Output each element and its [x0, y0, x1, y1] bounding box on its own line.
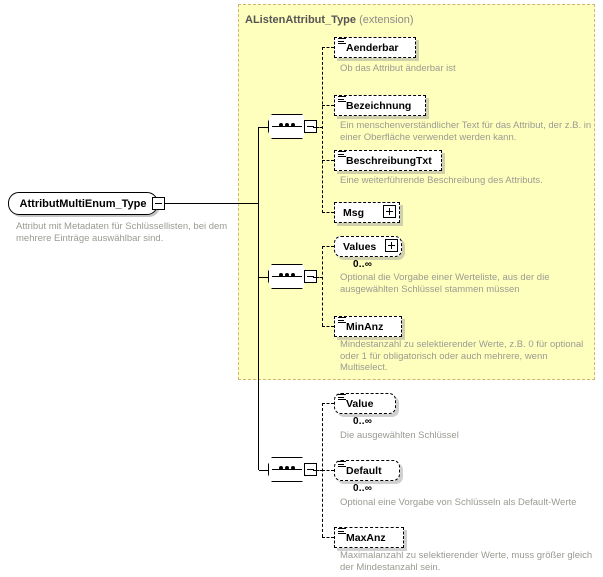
node-bezeichnung[interactable]: Bezeichnung: [334, 95, 429, 119]
extension-kind-label: (extension): [359, 14, 414, 26]
node-value-label: Value: [346, 397, 374, 410]
connector-sequence-2-spine: [322, 246, 323, 326]
node-values-cardinality: 0..∞: [353, 259, 373, 270]
node-msg[interactable]: Msg: [334, 202, 403, 226]
node-msg-label: Msg: [343, 206, 364, 219]
connector-to-msg: [322, 212, 334, 213]
attribute-icon: [338, 151, 346, 158]
sequence-compositor-1[interactable]: [268, 114, 317, 142]
connector-sequence-2-out: [313, 277, 323, 278]
node-value[interactable]: Value: [334, 393, 399, 417]
connector-to-beschreibungtxt: [322, 160, 334, 161]
node-values-label: Values: [343, 240, 377, 253]
root-type-description: Attribut mit Metadaten für Schlüssellist…: [16, 221, 228, 244]
node-bezeichnung-shell: [334, 95, 426, 116]
sequence-1-dot-icon: [285, 123, 289, 127]
connector-to-minanz: [322, 326, 334, 327]
node-aenderbar-description: Ob das Attribut änderbar ist: [340, 63, 456, 74]
node-default-cardinality: 0..∞: [353, 483, 373, 494]
node-minanz-label: MinAnz: [346, 320, 384, 333]
node-values-description: Optional die Vorgabe einer Werteliste, a…: [340, 272, 550, 295]
node-beschreibungtxt-shell: [334, 150, 442, 171]
connector-to-bezeichnung: [322, 105, 334, 106]
sequence-3-dot-icon: [279, 466, 283, 470]
connector-to-maxanz: [322, 537, 334, 538]
sequence-3-dot-icon: [285, 466, 289, 470]
node-aenderbar[interactable]: Aenderbar: [334, 37, 419, 61]
node-bezeichnung-description: Ein menschenverständlicher Text für das …: [340, 120, 592, 143]
sequence-2-dot-icon: [285, 273, 289, 277]
node-msg-expand-toggle-icon[interactable]: [383, 205, 396, 218]
sequence-1-dot-icon: [291, 123, 295, 127]
sequence-1-collapse-toggle-icon[interactable]: [304, 120, 317, 133]
node-bezeichnung-label: Bezeichnung: [346, 99, 412, 112]
node-default[interactable]: Default: [334, 460, 403, 484]
node-minanz[interactable]: MinAnz: [334, 316, 405, 340]
connector-root-to-trunk: [165, 203, 259, 204]
connector-to-aenderbar: [322, 47, 334, 48]
extension-type-name: AListenAttribut_Type: [245, 14, 357, 26]
connector-sequence-1-out: [313, 127, 323, 128]
attribute-icon: [338, 38, 346, 45]
sequence-compositor-3[interactable]: [268, 457, 317, 485]
node-maxanz-shell: [334, 527, 404, 548]
attribute-icon: [338, 528, 346, 535]
extension-region: [238, 4, 595, 380]
sequence-3-dot-icon: [291, 466, 295, 470]
node-values[interactable]: Values: [334, 236, 405, 260]
node-aenderbar-label: Aenderbar: [346, 41, 399, 54]
node-values-expand-toggle-icon[interactable]: [385, 239, 398, 252]
connector-sequence-3-out: [313, 470, 323, 471]
node-beschreibungtxt-description: Eine weiterführende Beschreibung des Att…: [340, 175, 543, 186]
connector-sequence-1-spine: [322, 47, 323, 213]
connector-trunk-to-sequence-2: [259, 277, 269, 278]
root-type-label: AttributMultiEnum_Type: [19, 197, 147, 210]
attribute-icon: [338, 317, 346, 324]
connector-trunk-to-sequence-1: [259, 127, 269, 128]
attribute-icon: [338, 394, 346, 401]
sequence-3-collapse-toggle-icon[interactable]: [304, 463, 317, 476]
sequence-2-collapse-toggle-icon[interactable]: [304, 270, 317, 283]
extension-title: AListenAttribut_Type (extension): [245, 14, 414, 26]
node-beschreibungtxt-label: BeschreibungTxt: [346, 154, 432, 167]
node-maxanz-label: MaxAnz: [346, 531, 386, 544]
root-collapse-toggle-icon[interactable]: [152, 197, 165, 210]
attribute-icon: [338, 461, 346, 468]
node-default-label: Default: [346, 464, 382, 477]
node-minanz-description: Mindestanzahl zu selektierender Werte, z…: [340, 339, 584, 373]
sequence-2-dot-icon: [291, 273, 295, 277]
connector-trunk-to-sequence-3: [259, 470, 269, 471]
root-type-node[interactable]: AttributMultiEnum_Type: [8, 192, 158, 215]
connector-to-values: [322, 246, 334, 247]
node-value-shell: [334, 393, 396, 414]
node-default-description: Optional eine Vorgabe von Schlüsseln als…: [340, 497, 577, 508]
connector-to-value: [322, 403, 334, 404]
node-beschreibungtxt[interactable]: BeschreibungTxt: [334, 150, 445, 174]
connector-main-trunk: [258, 127, 259, 470]
node-maxanz[interactable]: MaxAnz: [334, 527, 407, 551]
node-value-description: Die ausgewählten Schlüssel: [340, 430, 459, 441]
node-aenderbar-shell: [334, 37, 416, 58]
node-maxanz-description: Maximalanzahl zu selektierender Werte, m…: [340, 550, 593, 573]
sequence-2-dot-icon: [279, 273, 283, 277]
connector-to-default: [322, 470, 334, 471]
attribute-icon: [338, 96, 346, 103]
node-default-shell: [334, 460, 400, 481]
node-value-cardinality: 0..∞: [353, 416, 373, 427]
sequence-1-dot-icon: [279, 123, 283, 127]
node-minanz-shell: [334, 316, 402, 337]
sequence-compositor-2[interactable]: [268, 264, 317, 292]
